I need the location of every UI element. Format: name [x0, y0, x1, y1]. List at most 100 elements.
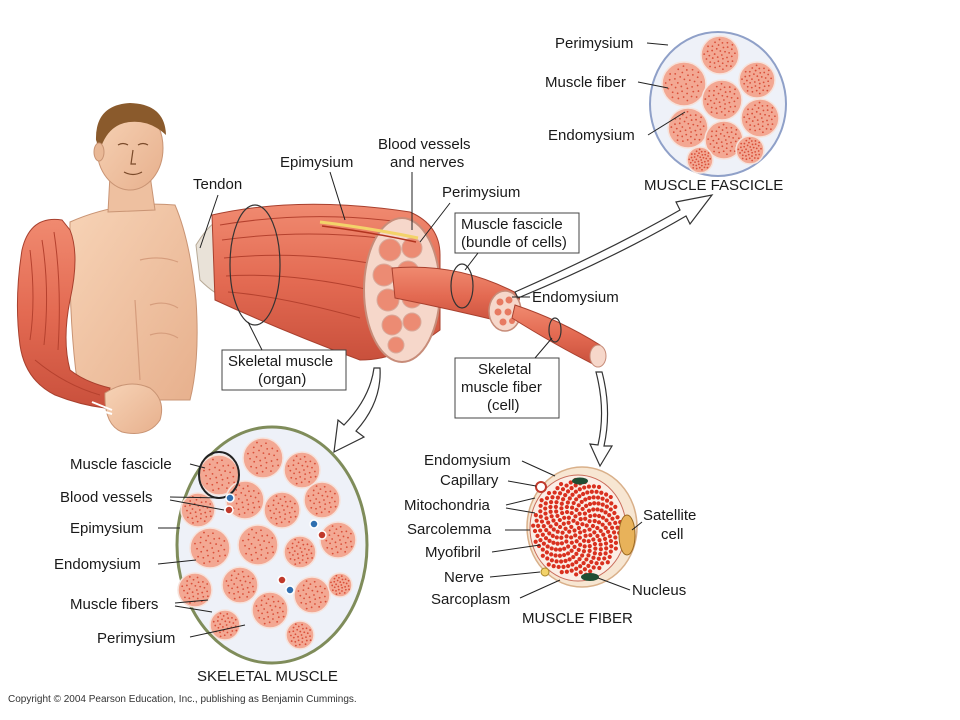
muscle-fiber-cell-dot: [708, 95, 710, 98]
fascicle-cell-dot: [241, 501, 244, 504]
myofibril: [598, 528, 603, 534]
muscle-fiber-cell-dot: [695, 118, 697, 121]
fascicle-cell-dot: [257, 609, 260, 612]
fascicle-cell-dot: [235, 629, 238, 632]
fascicle-cell-dot: [316, 590, 319, 593]
muscle-fiber-cell-dot: [721, 129, 724, 131]
fascicle-cell-dot: [288, 551, 291, 554]
myofibril: [615, 525, 620, 530]
muscle-fiber-cell-dot: [713, 146, 716, 149]
myofibril: [613, 520, 618, 525]
myofibril: [545, 544, 550, 549]
muscle-fiber-cell-dot: [752, 146, 755, 149]
myofibril: [555, 541, 560, 546]
skeletal-muscle-fibers-label: Muscle fibers: [70, 596, 158, 613]
myofibril: [588, 533, 593, 538]
myofibril: [566, 544, 571, 549]
myofibril: [603, 510, 608, 515]
muscle-fiber-cell-dot: [713, 89, 715, 92]
fascicle-cell-dot: [240, 491, 243, 494]
muscle-fiber-cell-dot: [750, 149, 753, 151]
fascicle-cell-dot: [218, 537, 221, 540]
fascicle-cell-dot: [243, 512, 246, 514]
muscle-fiber-cell-dot: [709, 157, 712, 160]
myofibril: [584, 557, 589, 562]
fascicle-cell-dot: [195, 589, 198, 591]
fascicle-cell-dot: [267, 598, 270, 601]
fiber-panel: [526, 466, 638, 588]
fascicle-cell-dot: [309, 639, 312, 642]
muscle-fiber-cell-dot: [713, 150, 715, 153]
fascicle-cell-dot: [293, 550, 296, 553]
fascicle-cell-dot: [309, 629, 311, 631]
fascicle-cell-dot: [311, 466, 313, 469]
fascicle-cell-dot: [297, 462, 300, 465]
muscle-fiber-cell-dot: [730, 131, 733, 134]
torso: [69, 203, 198, 401]
muscle-arm: [16, 218, 111, 409]
fascicle-cell-dot: [248, 490, 250, 493]
fascicle-panel: [649, 31, 787, 177]
myofibril: [564, 569, 569, 574]
fascicle-cell-dot: [191, 591, 194, 594]
myofibril: [569, 540, 574, 545]
myofibril: [541, 523, 546, 529]
muscle-fiber-cell-dot: [758, 67, 761, 70]
fascicle-cell-dot: [237, 590, 240, 593]
fiber-ring: [548, 317, 562, 343]
blood-vessel-strand: [319, 220, 419, 240]
myofibril: [577, 535, 582, 540]
fiber-nucleus-label: Nucleus: [632, 582, 686, 599]
fascicle-cell-dot: [211, 472, 214, 475]
fascicle-cell-dot: [205, 500, 207, 503]
muscle-fiber-cell-dot: [765, 127, 768, 130]
fascicle-cell-dot: [344, 541, 347, 544]
muscle-fiber-cell-dot: [762, 109, 765, 112]
muscle-fiber-cell-dot: [714, 41, 716, 44]
muscle-fiber-cell-dot: [671, 91, 674, 94]
fascicle-cell-dot: [231, 616, 233, 619]
fascicle-cell-dot: [195, 498, 198, 501]
fascicle-cell-dot: [279, 498, 282, 501]
muscle-fiber-cell-dot: [750, 140, 753, 142]
muscle-fiber-cell-dot: [766, 119, 768, 122]
muscle-fiber-cell-dot: [693, 153, 696, 155]
muscle-fiber-cell-dot: [691, 85, 694, 88]
fascicle-cell-dot: [314, 603, 316, 605]
myofibril: [587, 519, 592, 524]
fascicle-cell-dot: [272, 613, 275, 616]
muscle-fiber-cell-dot: [721, 62, 724, 65]
myofibril: [604, 518, 609, 523]
muscle-fiber-cell-dot: [706, 166, 709, 169]
fascicle-cell-dot: [200, 550, 203, 553]
myofibril: [609, 501, 614, 506]
myofibril: [559, 501, 564, 506]
fiber-sarcoplasm-label: Sarcoplasm: [431, 591, 510, 608]
muscle-fiber-cell: [667, 107, 709, 149]
muscle-fiber-cell-dot: [751, 90, 754, 93]
muscle-fiber-cell-dot: [710, 135, 713, 138]
muscle-fiber-cell-dot: [712, 94, 715, 97]
muscle-fiber-cell-dot: [710, 106, 713, 109]
fascicle-cell-dot: [275, 508, 278, 510]
myofibril: [543, 501, 548, 506]
fascicle-cell-dot: [251, 559, 254, 562]
myofibril: [566, 563, 571, 569]
myofibril: [598, 551, 603, 557]
fascicle-cell-dot: [306, 632, 309, 635]
muscle-fiber-cell-dot: [751, 159, 754, 162]
myofibril: [553, 547, 558, 552]
fascicle-cell-dot: [197, 581, 200, 584]
muscle-fiber-cell-dot: [677, 68, 680, 71]
fascicle-muscle-fiber-leader: [637, 81, 669, 89]
myofibril: [600, 496, 605, 501]
muscle-fiber-cell-dot: [687, 122, 690, 125]
muscle-fiber-cell-dot: [683, 78, 686, 81]
muscle-fiber-cell-dot: [699, 128, 702, 131]
fascicle-cell-dot: [305, 607, 308, 610]
fascicle-cell-dot: [212, 620, 215, 623]
fascicle-cell-dot: [340, 543, 343, 546]
fascicle-cell-dot: [329, 506, 332, 509]
muscle-fiber-cell-dot: [757, 123, 760, 126]
muscle-fiber-cell-dot: [739, 146, 742, 149]
